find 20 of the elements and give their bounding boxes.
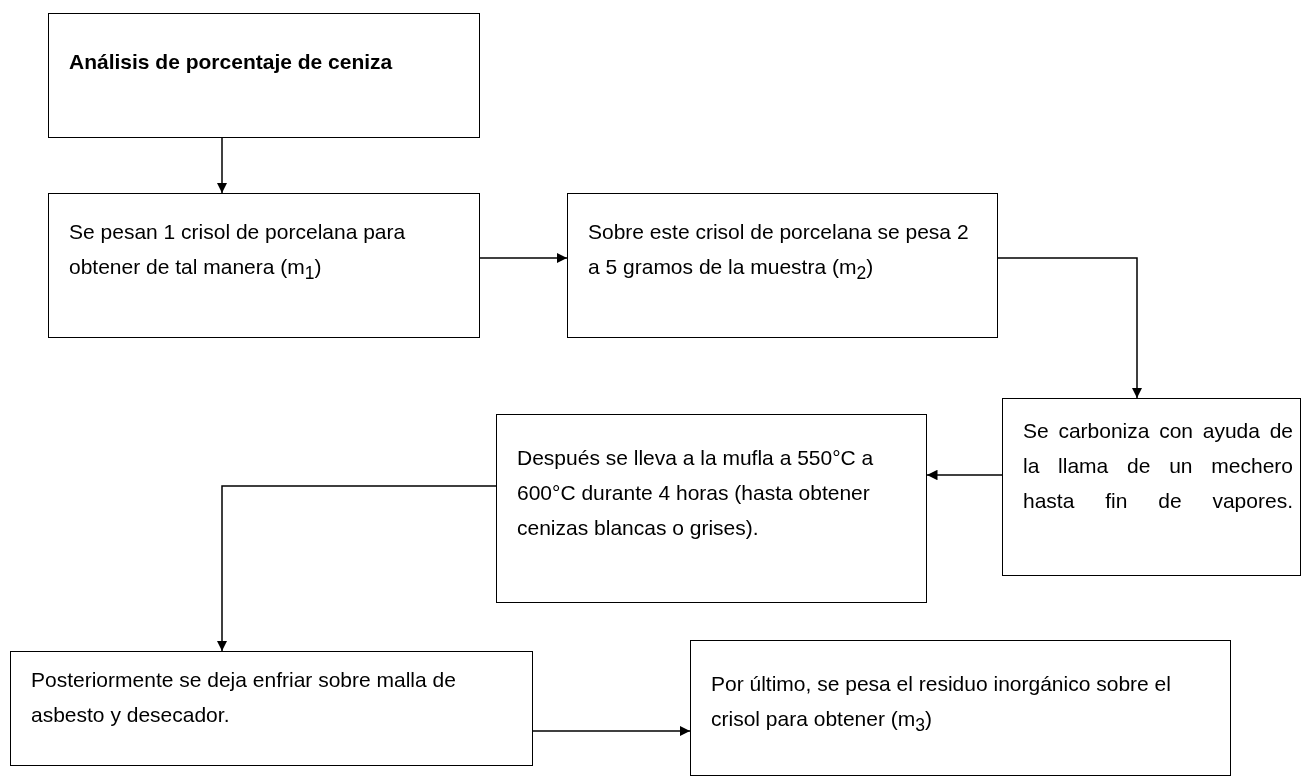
process-box xyxy=(48,13,480,138)
arrow xyxy=(997,257,1143,399)
process-box xyxy=(48,193,480,338)
arrow xyxy=(216,137,228,194)
process-box xyxy=(567,193,998,338)
step-text: Después se lleva a la mufla a 550°C a 600°C durante 4 horas (hasta obtener cenizas blancas o grises). xyxy=(517,445,875,541)
arrow xyxy=(216,485,497,652)
step-text: Análisis de porcentaje de ceniza xyxy=(69,49,394,75)
arrow xyxy=(926,469,1003,481)
arrow xyxy=(532,725,691,737)
process-box xyxy=(690,640,1231,776)
arrow xyxy=(479,252,568,264)
process-box xyxy=(1002,398,1301,576)
process-box xyxy=(10,651,533,766)
process-box xyxy=(496,414,927,603)
step-text: Por último, se pesa el residuo inorgánico sobre el crisol para obtener (m$_{3}$) xyxy=(711,671,1172,738)
step-text: Posteriormente se deja enfriar sobre malla de asbesto y desecador. xyxy=(31,667,457,728)
step-text: Sobre este crisol de porcelana se pesa 2 a 5 gramos de la muestra (m$_{2}$) xyxy=(588,219,970,286)
step-text: Se carboniza con ayuda de la llama de un mechero hasta fin de vapores. xyxy=(1023,418,1293,514)
step-text: Se pesan 1 crisol de porcelana para obtener de tal manera (m$_{1}$) xyxy=(69,219,407,286)
